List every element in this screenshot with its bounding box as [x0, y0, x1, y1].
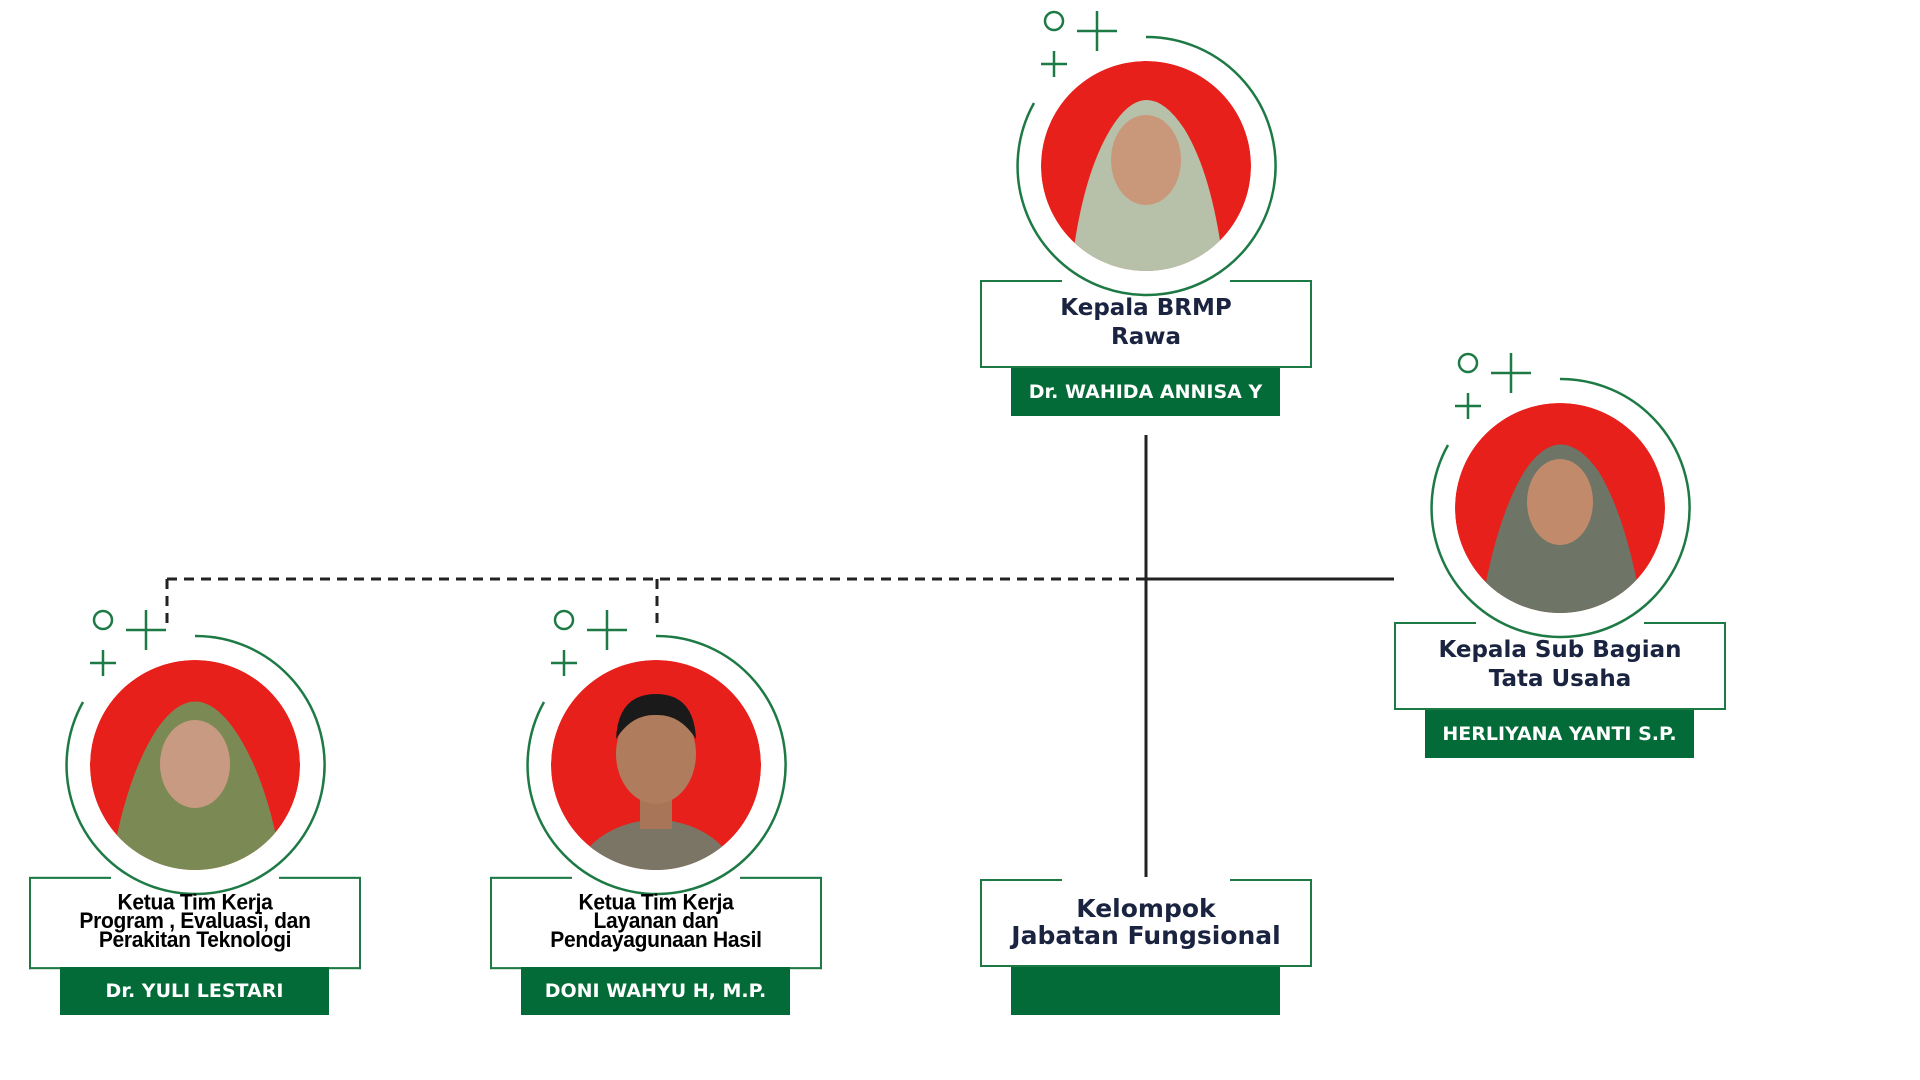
- role-line: Jabatan Fungsional: [1011, 921, 1281, 950]
- role-line: Pendayagunaan Hasil: [550, 928, 762, 953]
- role-line: Ketua Tim Kerja: [578, 890, 734, 915]
- role-box: Ketua Tim Kerja Program , Evaluasi, dan …: [29, 876, 361, 970]
- portrait-team2: [490, 609, 822, 909]
- role-line: Tata Usaha: [1488, 666, 1632, 692]
- node-fungsional: Kelompok Jabatan Fungsional: [980, 879, 1312, 1015]
- node-team1: Ketua Tim Kerja Program , Evaluasi, dan …: [29, 876, 361, 1015]
- portrait-subbag: [1394, 352, 1726, 652]
- name-bar-empty: [1011, 967, 1280, 1015]
- name-bar: Dr. YULI LESTARI: [60, 967, 329, 1015]
- node-team2: Ketua Tim Kerja Layanan dan Pendayagunaa…: [490, 876, 822, 1015]
- role-line: Rawa: [1111, 324, 1181, 350]
- role-line: Program , Evaluasi, dan: [79, 909, 311, 934]
- portrait-team1: [29, 609, 361, 909]
- role-line: Perakitan Teknologi: [98, 928, 292, 953]
- role-line: Kelompok: [1076, 894, 1216, 923]
- node-head: Kepala BRMP Rawa Dr. WAHIDA ANNISA Y: [980, 280, 1312, 416]
- role-box: Kepala BRMP Rawa: [980, 280, 1312, 368]
- role-line: Ketua Tim Kerja: [117, 890, 273, 915]
- node-subbag: Kepala Sub Bagian Tata Usaha HERLIYANA Y…: [1394, 622, 1726, 758]
- role-line: Layanan dan: [593, 909, 719, 934]
- role-line: Kepala Sub Bagian: [1438, 637, 1682, 663]
- role-line: Kepala BRMP: [1060, 295, 1232, 321]
- role-box: Kelompok Jabatan Fungsional: [980, 879, 1312, 967]
- role-box: Kepala Sub Bagian Tata Usaha: [1394, 622, 1726, 710]
- name-bar: HERLIYANA YANTI S.P.: [1425, 710, 1694, 758]
- name-bar: Dr. WAHIDA ANNISA Y: [1011, 368, 1280, 416]
- name-bar: DONI WAHYU H, M.P.: [521, 967, 790, 1015]
- portrait-head: [980, 10, 1312, 310]
- role-box: Ketua Tim Kerja Layanan dan Pendayagunaa…: [490, 876, 822, 970]
